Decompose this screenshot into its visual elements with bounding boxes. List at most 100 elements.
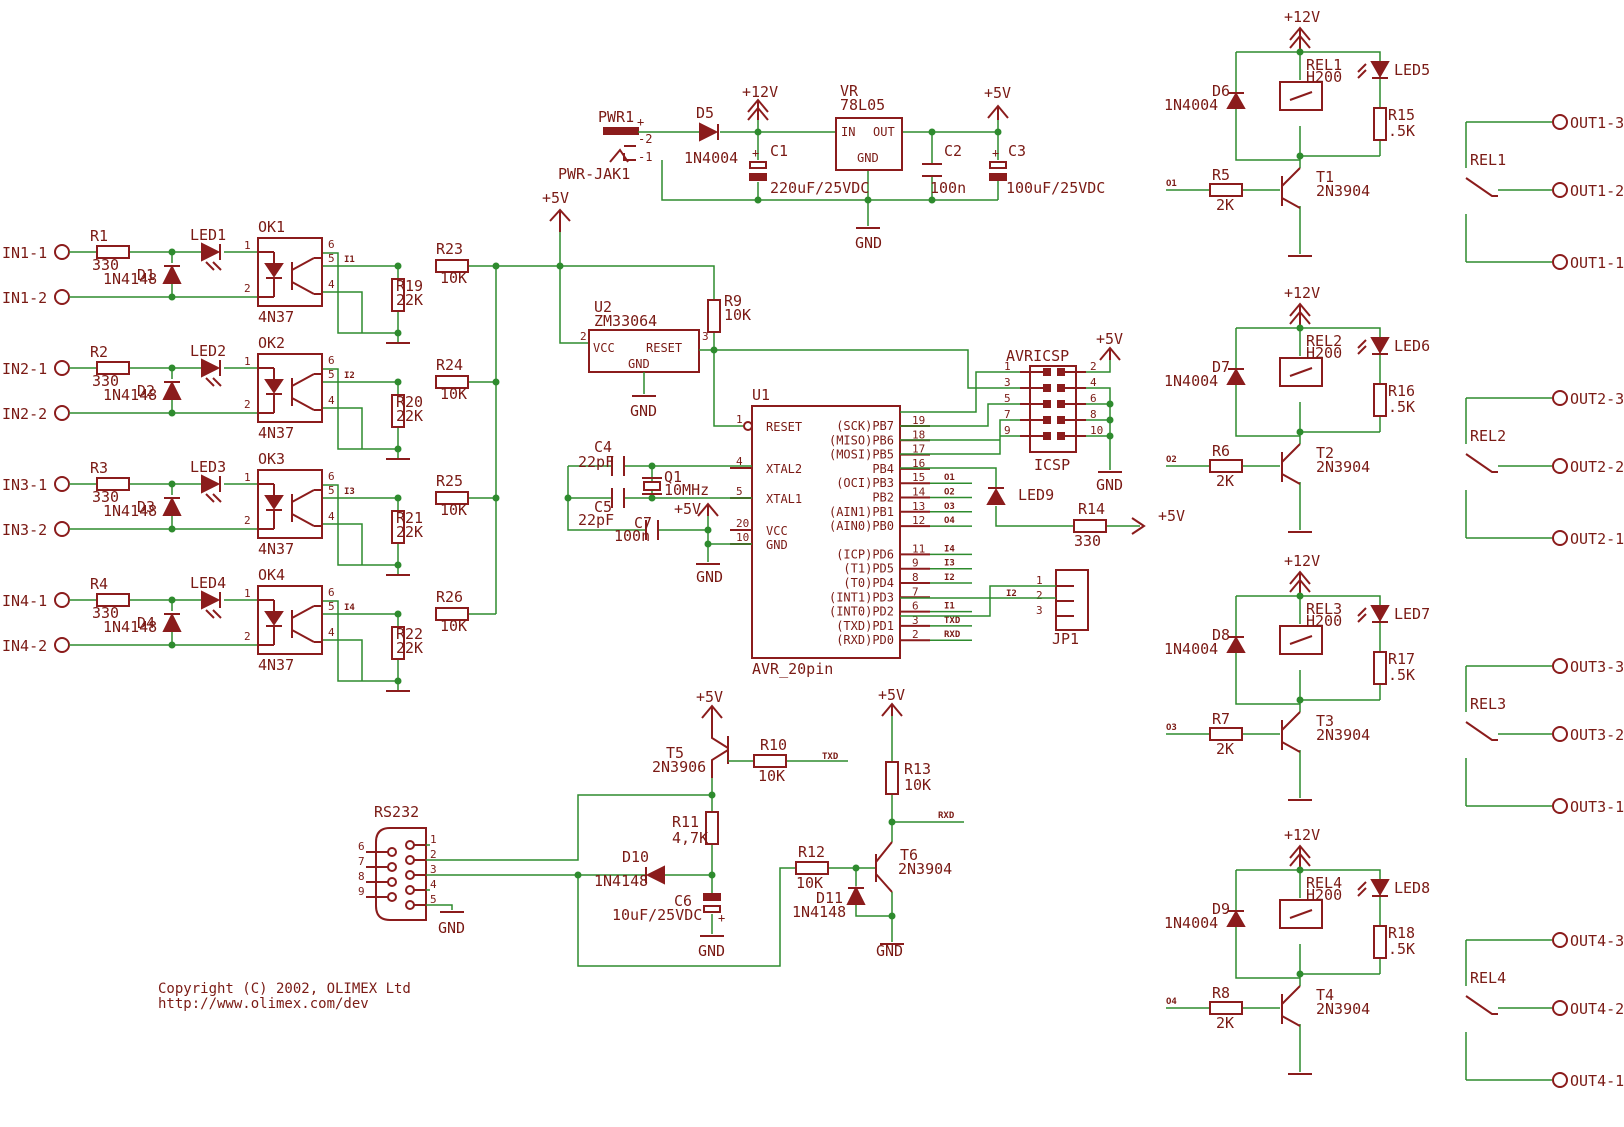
pin-num: 4 xyxy=(328,510,335,523)
vcc-5v-label: +5V xyxy=(878,686,905,704)
led-label: LED5 xyxy=(1394,61,1430,79)
capacitor-c5 xyxy=(611,488,625,508)
pin-num: 4 xyxy=(328,394,335,407)
pin-num: 1 xyxy=(244,471,251,484)
r-label: R16 xyxy=(1388,382,1415,400)
oscillator: C4 22pF C5 22pF C7 100n Q1 10MHz +5V GND xyxy=(564,438,752,586)
t-label: T2 xyxy=(1316,444,1334,462)
mcu-pin-name: (AIN1)PB1 xyxy=(829,505,894,519)
d-label: D6 xyxy=(1212,82,1230,100)
icsp-title: AVRICSP xyxy=(1006,347,1069,365)
rp-value: 22K xyxy=(396,639,423,657)
terminal-out xyxy=(1552,254,1568,270)
vr-gnd: GND xyxy=(857,151,879,165)
relay-value: H200 xyxy=(1306,612,1342,630)
r-label: R18 xyxy=(1388,924,1415,942)
out-label: OUT1-2 xyxy=(1570,182,1624,200)
q1-label: Q1 xyxy=(664,468,682,486)
resistor-r-series xyxy=(96,361,130,375)
vr-in: IN xyxy=(841,125,855,139)
jp1-label: JP1 xyxy=(1052,630,1079,648)
rs-label: R24 xyxy=(436,356,463,374)
jp1-pin: 3 xyxy=(1036,604,1043,617)
pin-num: 6 xyxy=(328,470,335,483)
terminal-out xyxy=(1552,458,1568,474)
power-supply: PWR1 + -2 -1 PWR-JAK1 D5 1N4004 +12V + C… xyxy=(558,82,1105,252)
mcu-net-label: TXD xyxy=(944,616,961,626)
t-value: 2N3904 xyxy=(1316,182,1370,200)
db9-pin xyxy=(405,900,415,910)
rs232-title: RS232 xyxy=(374,803,419,821)
vcc-12v-label: +12V xyxy=(1284,826,1320,844)
relay-coil xyxy=(1279,625,1323,655)
r-value: .5K xyxy=(1388,398,1415,416)
icsp-pin-left xyxy=(1043,368,1051,376)
copyright-line-2: http://www.olimex.com/dev xyxy=(158,996,369,1012)
pin-num: 5 xyxy=(328,600,335,613)
led-relay xyxy=(1370,337,1390,355)
relay-switch-label: REL2 xyxy=(1470,427,1506,445)
mcu-pin-name: PB4 xyxy=(872,462,894,476)
db9-pin-num: 7 xyxy=(358,855,365,868)
relay-value: H200 xyxy=(1306,886,1342,904)
rs-value: 10K xyxy=(440,269,467,287)
resistor-series xyxy=(435,607,469,621)
resistor-r9 xyxy=(707,299,721,333)
icsp-pin-right xyxy=(1057,416,1065,424)
capacitor-c6 xyxy=(703,893,721,901)
d-value: 1N4004 xyxy=(1164,96,1218,114)
pin-num: 5 xyxy=(328,368,335,381)
resistor-base xyxy=(1209,1001,1243,1015)
icsp-pin-num: 3 xyxy=(1004,376,1011,389)
rp-label: R22 xyxy=(396,625,423,643)
vcc-5v-label: +5V xyxy=(674,500,701,518)
icsp-pin-num: 1 xyxy=(1004,360,1011,373)
gnd-label: GND xyxy=(698,942,725,960)
db9-pin xyxy=(405,840,415,850)
out-label: OUT4-1 xyxy=(1570,1072,1624,1090)
rp-label: R20 xyxy=(396,393,423,411)
transistor-t6 xyxy=(875,841,893,893)
led-relay xyxy=(1370,605,1390,623)
rs-label: R25 xyxy=(436,472,463,490)
r-value: 330 xyxy=(92,604,119,622)
d5-value: 1N4004 xyxy=(684,149,738,167)
d5-label: D5 xyxy=(696,104,714,122)
icsp-body xyxy=(1029,365,1077,453)
optocoupler xyxy=(257,585,323,655)
mcu-net-label: RXD xyxy=(944,630,961,640)
r-label: R4 xyxy=(90,575,108,593)
mcu-pin-num: 6 xyxy=(912,600,919,613)
input-stage-2: IN2-1 IN2-2 R2 330 LED2 D2 1N4148 1 2 6 … xyxy=(2,334,496,460)
relay-contact xyxy=(1465,453,1498,473)
d-label: D7 xyxy=(1212,358,1230,376)
relay-contact xyxy=(1465,177,1498,197)
db9-pin-num: 2 xyxy=(430,848,437,861)
mcu-net-label: I1 xyxy=(944,602,955,612)
ok-label: OK3 xyxy=(258,450,285,468)
d10-label: D10 xyxy=(622,848,649,866)
base-net: O4 xyxy=(1166,997,1177,1007)
transistor xyxy=(1281,985,1301,1027)
pin-num: 6 xyxy=(328,586,335,599)
out-label: OUT4-2 xyxy=(1570,1000,1624,1018)
vcc-5v-arrow-input: +5V xyxy=(542,189,571,232)
r9-label: R9 xyxy=(724,292,742,310)
resistor-led xyxy=(1373,925,1387,959)
rb-value: 2K xyxy=(1216,1014,1234,1032)
r10-label: R10 xyxy=(760,736,787,754)
u2-pin2: 2 xyxy=(580,330,587,343)
r-label: R2 xyxy=(90,343,108,361)
rb-value: 2K xyxy=(1216,740,1234,758)
vcc-12v-label: +12V xyxy=(1284,552,1320,570)
c2-value: 100n xyxy=(930,179,966,197)
diode-d5 xyxy=(699,122,719,142)
rs-value: 10K xyxy=(440,501,467,519)
terminal-out xyxy=(1552,658,1568,674)
c5-label: C5 xyxy=(594,498,612,516)
d-label: D1 xyxy=(137,266,155,284)
pin-num: 1 xyxy=(244,355,251,368)
icsp-pin-num: 6 xyxy=(1090,392,1097,405)
